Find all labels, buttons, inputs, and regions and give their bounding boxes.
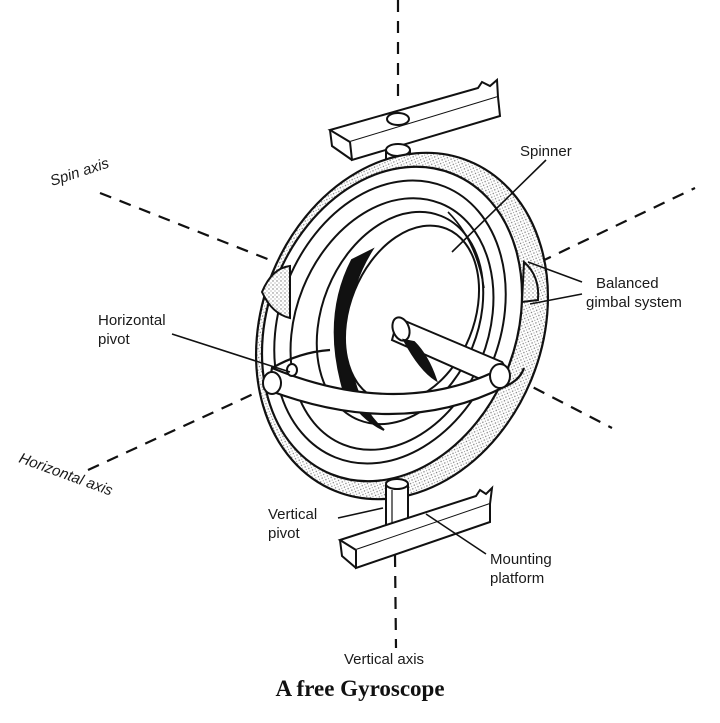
horizontal-pivot-knobs xyxy=(262,363,511,395)
leader-lines xyxy=(171,159,583,555)
spin-axis-label: Spin axis xyxy=(48,155,112,190)
spin-axle xyxy=(390,316,507,388)
vertical-axis-line xyxy=(393,0,400,649)
spinner-label: Spinner xyxy=(520,143,572,160)
mounting-platform-label-line2: platform xyxy=(490,570,544,587)
balanced-gimbal-label-line1: Balanced xyxy=(596,275,659,292)
gimbal-side-pads xyxy=(260,259,540,320)
vertical-pivot-label-line2: pivot xyxy=(268,525,301,542)
horizontal-axis-label: Horizontal axis xyxy=(17,450,116,500)
vertical-pivot-label-line1: Vertical xyxy=(268,506,317,523)
figure-caption: A free Gyroscope xyxy=(275,676,445,701)
balanced-gimbal-label-line2: gimbal system xyxy=(586,294,682,311)
top-mounting-plate xyxy=(327,77,502,162)
horizontal-pivot-label-line2: pivot xyxy=(98,331,131,348)
vertical-axis-label: Vertical axis xyxy=(344,651,424,668)
mounting-platform-label-line1: Mounting xyxy=(490,551,552,568)
horizontal-axis-line xyxy=(87,187,696,471)
horizontal-pivot-label-line1: Horizontal xyxy=(98,312,166,329)
spin-axis-line xyxy=(99,191,613,429)
mounting-platform xyxy=(337,485,494,570)
